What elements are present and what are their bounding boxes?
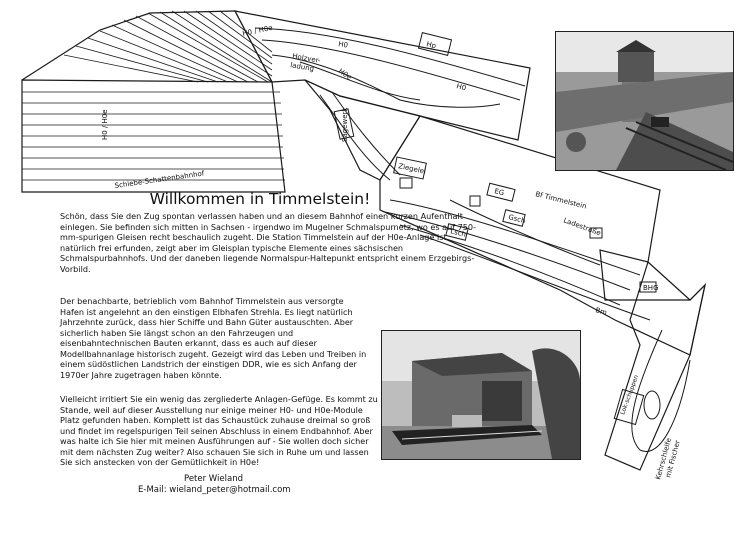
hp-platform bbox=[417, 32, 453, 56]
label-ziegelei: Ziegelei bbox=[398, 162, 427, 176]
fiddle-yard-hatching bbox=[22, 10, 285, 181]
lsch-building bbox=[445, 223, 469, 241]
station-photo bbox=[555, 31, 734, 171]
label-h0-h0e-vertical: H0 / H0e bbox=[101, 109, 109, 140]
gsch-building bbox=[502, 209, 526, 227]
label-gsch: Gsch bbox=[508, 213, 527, 225]
label-lsch: Lsch bbox=[450, 227, 467, 239]
upper-module bbox=[233, 10, 531, 141]
page-title: Willkommen in Timmelstein! bbox=[149, 190, 371, 208]
label-h0-h0e: H0 / H0e bbox=[242, 24, 274, 38]
label-hp: Hp bbox=[426, 40, 438, 50]
label-eg: EG bbox=[494, 187, 506, 197]
paragraph-intro: Schön, dass Sie den Zug spontan verlasse… bbox=[60, 211, 480, 274]
signature-name: Peter Wieland bbox=[184, 474, 243, 484]
ziegelei-building bbox=[393, 156, 427, 180]
label-sagewerk: Sägewerk bbox=[341, 107, 349, 142]
paragraph-1-text: Schön, dass Sie den Zug spontan verlasse… bbox=[60, 211, 476, 274]
lokschuppen-building bbox=[613, 388, 645, 426]
label-ladestrasse: Ladestraße bbox=[562, 216, 602, 237]
label-bf: Bf Timmelstein bbox=[535, 190, 588, 210]
harbour-photo bbox=[381, 330, 581, 460]
paragraph-2-text: Der benachbarte, betrieblich vom Bahnhof… bbox=[60, 296, 367, 380]
label-h0: H0 bbox=[338, 40, 349, 50]
label-h0e: H0e bbox=[337, 67, 353, 82]
paragraph-3-text: Vielleicht irritiert Sie ein wenig das z… bbox=[60, 394, 378, 467]
paragraph-layout: Vielleicht irritiert Sie ein wenig das z… bbox=[60, 394, 378, 468]
eg-building bbox=[486, 182, 516, 202]
paragraph-harbour: Der benachbarte, betrieblich vom Bahnhof… bbox=[60, 296, 370, 380]
label-bhg: BHG bbox=[643, 284, 659, 292]
label-h0-top-right: H0 bbox=[455, 82, 466, 92]
signature-email[interactable]: E-Mail: wieland_peter@hotmail.com bbox=[138, 485, 291, 495]
loop-module bbox=[604, 260, 707, 471]
label-bm: Bm bbox=[594, 306, 607, 317]
